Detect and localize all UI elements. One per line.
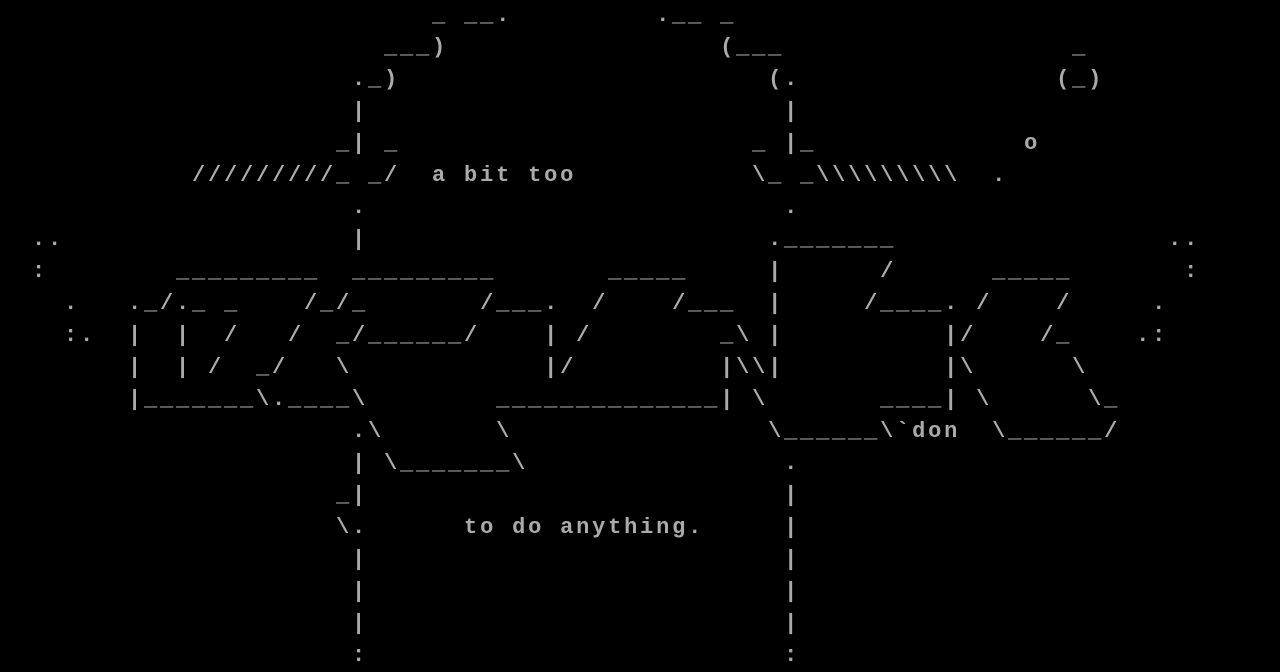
ascii-art-line: . . bbox=[0, 195, 801, 220]
ascii-art-line: _| | bbox=[0, 483, 801, 508]
ascii-art-line: :. | | / / _/______/ | / _\ | |/ /_ .: bbox=[0, 323, 1169, 348]
ascii-art-line: : _________ _________ _____ | / _____ : bbox=[0, 259, 1201, 284]
ascii-art-line: \. to do anything. | bbox=[0, 515, 801, 540]
ascii-art-line: _ __. .__ _ bbox=[0, 3, 737, 28]
ascii-art-line: : : bbox=[0, 643, 801, 668]
ascii-art-line: | | bbox=[0, 99, 801, 124]
ascii-art-line: . ._/._ _ /_/_ /___. / /___ | /____. / /… bbox=[0, 291, 1169, 316]
ascii-art-line: /////////_ _/ a bit too \_ _\\\\\\\\\ . bbox=[0, 163, 1009, 188]
ascii-art-line: | | bbox=[0, 611, 801, 636]
ascii-art-line: | | bbox=[0, 547, 801, 572]
ascii-art-line: ___) (___ _ bbox=[0, 35, 1089, 60]
ascii-art-line: | | / _/ \ |/ |\\| |\ \ bbox=[0, 355, 1089, 380]
ascii-art-line: .\ \ \______\`don \______/ bbox=[0, 419, 1121, 444]
ascii-art-line: | | bbox=[0, 579, 801, 604]
ascii-art-line: _| _ _ |_ o bbox=[0, 131, 1041, 156]
ascii-art-line: ._) (. (_) bbox=[0, 67, 1105, 92]
ascii-art-line: | \_______\ . bbox=[0, 451, 801, 476]
ascii-art-line: |_______\.____\ ______________| \ ____| … bbox=[0, 387, 1121, 412]
ascii-art-line: .. | ._______ .. bbox=[0, 227, 1201, 252]
